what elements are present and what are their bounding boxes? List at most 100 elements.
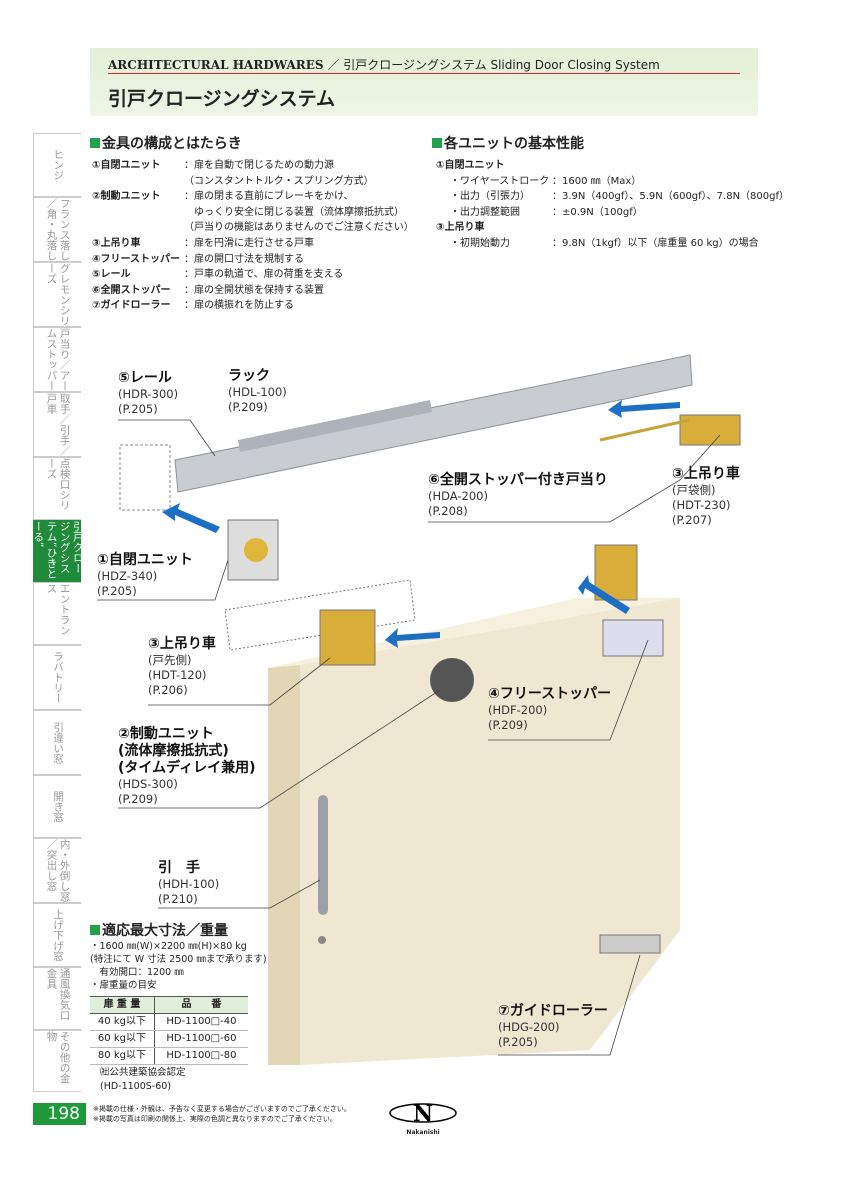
sidebar-tab[interactable]: グレモンシリーズ	[33, 262, 81, 327]
sidebar-tab[interactable]: ヒンジ	[33, 133, 81, 197]
breadcrumb: ARCHITECTURAL HARDWARES ／ 引戸クロージングシステム S…	[108, 56, 660, 73]
table-cell: HD-1100□-60	[154, 1030, 248, 1048]
component-desc: ：扉の開口寸法を規制する	[184, 253, 304, 265]
sidebar-tab[interactable]: 引違い窓	[33, 710, 81, 775]
page-number: 198	[33, 1103, 86, 1125]
sidebar-tab[interactable]: 上げ下げ窓	[33, 903, 81, 967]
sidebar-tab-label: エントランス	[45, 583, 71, 636]
sidebar-tab-label: 戸当り／アームストッパー	[45, 328, 71, 391]
separator: ／	[327, 58, 340, 72]
callout-detail: (P.207)	[672, 513, 712, 527]
hanger-pocket-image	[594, 544, 638, 601]
breadcrumb-sub: Sliding Door Closing System	[490, 58, 660, 72]
callout-detail: (HDR-300)	[118, 387, 179, 401]
performance-heading: 各ユニットの基本性能	[432, 133, 584, 153]
callout-detail: (P.205)	[498, 1035, 538, 1049]
component-row: ゆっくり安全に閉じる装置（流体摩擦抵抗式）	[92, 205, 414, 221]
callout-detail: (P.206)	[148, 683, 188, 697]
callout-detail: (HDT-230)	[672, 498, 731, 512]
performance-row: ・出力調整範囲 ：±0.9N（100gf）	[436, 205, 789, 221]
components-list: ①自閉ユニット：扉を自動で閉じるための動力源（コンスタントトルク・スプリング方式…	[92, 158, 414, 314]
component-row: （コンスタントトルク・スプリング方式）	[92, 174, 414, 190]
callout-detail: (HDA-200)	[428, 489, 488, 503]
performance-key: ・出力調整範囲	[450, 206, 520, 218]
pull-handle-image	[318, 795, 328, 915]
sidebar-tab[interactable]: 通風換気口金具	[33, 967, 81, 1030]
door	[268, 598, 680, 1065]
component-desc: ：扉の全開状態を保持する装置	[184, 284, 324, 296]
callout-detail: (P.208)	[428, 504, 468, 518]
callout-detail: (HDS-300)	[118, 777, 178, 791]
page-title: 引戸クロージングシステム	[108, 88, 336, 110]
component-name: ③上吊り車	[92, 237, 141, 249]
sidebar-tab-label: 引戸クロージングシステム“ひきとーる”	[32, 521, 84, 579]
breadcrumb-jp: 引戸クロージングシステム	[343, 58, 487, 72]
component-row: ②制動ユニット：扉の閉まる直前にブレーキをかけ、	[92, 189, 414, 205]
footer-notes: ※掲載の仕様・外観は、予告なく変更する場合がございますのでご了承ください。 ※掲載…	[93, 1104, 351, 1124]
component-row: ⑦ガイドローラー ：扉の横振れを防止する	[92, 298, 414, 314]
callout-detail: (P.205)	[118, 402, 158, 416]
component-desc: （戸当りの機能はありませんのでご注意ください）	[184, 222, 414, 234]
callout-title: ⑥全開ストッパー付き戸当り	[428, 472, 608, 488]
sidebar-tab-label: 開き窓	[52, 790, 65, 823]
component-row: ④フリーストッパー：扉の開口寸法を規制する	[92, 252, 414, 268]
header-band	[90, 48, 758, 116]
logo-mark-icon: N	[389, 1101, 457, 1127]
sidebar-tab[interactable]: 引戸クロージングシステム“ひきとーる”	[32, 520, 84, 582]
component-desc: ：扉の横振れを防止する	[184, 300, 294, 312]
component-name: ⑥全開ストッパー	[92, 284, 171, 296]
sidebar-tab[interactable]: 点検口シリーズ	[33, 457, 81, 520]
sidebar-tab-label: その他の金物	[45, 1031, 71, 1084]
component-row: ③上吊り車：扉を円滑に走行させる戸車	[92, 236, 414, 252]
callout-hanger-pocket: ③上吊り車(戸袋側)(HDT-230)(P.207)	[672, 466, 740, 528]
arrow-icon	[162, 400, 680, 648]
table-cell: HD-1100□-80	[154, 1047, 248, 1065]
sidebar-tab[interactable]: エントランス	[33, 582, 81, 645]
max-size-heading: 適応最大寸法／重量	[90, 920, 228, 940]
callout-title: ⑦ガイドローラー	[498, 1003, 608, 1019]
performance-row: ・出力（引張力）：3.9N（400gf）、5.9N（600gf）、7.8N（80…	[436, 189, 789, 205]
sidebar-tab[interactable]: フランス落し／角・丸落し	[33, 197, 81, 262]
callout-detail: (HDZ-340)	[97, 569, 158, 583]
brake-unit-image	[430, 658, 474, 702]
footer-note: ※掲載の仕様・外観は、予告なく変更する場合がございますのでご了承ください。	[93, 1105, 351, 1113]
stopper-arm	[599, 418, 691, 442]
performance-value: ：±0.9N（100gf）	[552, 206, 643, 218]
sidebar-tab[interactable]: 戸当り／アームストッパー	[33, 327, 81, 392]
component-name: ⑦ガイドローラー	[92, 300, 171, 312]
callout-free-stopper: ④フリーストッパー(HDF-200)(P.209)	[488, 686, 611, 733]
components-heading: 金具の構成とはたらき	[90, 133, 242, 153]
sidebar-tab[interactable]: 内・外倒し窓／突出し窓	[33, 838, 81, 903]
rail-end-outline	[119, 444, 171, 511]
callout-rail: ⑤レール(HDR-300)(P.205)	[118, 370, 178, 417]
sidebar-tab[interactable]: その他の金物	[33, 1030, 81, 1092]
logo-text: Nakanishi	[406, 1129, 440, 1136]
callout-detail: (HDG-200)	[498, 1020, 560, 1034]
footer-note: ※掲載の写真は印刷の関係上、実際の色調と異なりますのでご了承ください。	[93, 1115, 337, 1123]
component-desc: ゆっくり安全に閉じる装置（流体摩擦抵抗式）	[184, 206, 404, 218]
square-bullet-icon	[432, 138, 442, 148]
callout-detail: (HDH-100)	[158, 877, 220, 891]
certification-line: (HD-1100S-60)	[100, 1081, 172, 1092]
component-desc: ：扉を自動で閉じるための動力源	[184, 160, 334, 171]
table-cell: 40 kg以下	[90, 1013, 155, 1031]
sidebar-tab-label: フランス落し／角・丸落し	[45, 198, 71, 261]
performance-group-title: ①自閉ユニット	[436, 160, 505, 171]
callout-title: 引 手	[158, 860, 200, 876]
callout-detail: (P.209)	[228, 400, 268, 414]
max-size-line: ・扉重量の目安	[90, 980, 157, 991]
max-size-heading-text: 適応最大寸法／重量	[102, 923, 228, 939]
free-stopper-image	[602, 619, 664, 657]
callout-rack: ラック(HDL-100)(P.209)	[228, 368, 287, 415]
divider	[108, 73, 740, 74]
sidebar-tab[interactable]: 取手／引手／戸車	[33, 392, 81, 457]
sidebar-tab[interactable]: ラバトリー	[33, 645, 81, 710]
square-bullet-icon	[90, 138, 100, 148]
performance-heading-text: 各ユニットの基本性能	[444, 136, 584, 152]
sidebar-tab[interactable]: 開き窓	[33, 775, 81, 838]
sidebar-tab-label: ヒンジ	[52, 149, 65, 181]
callout-title: ①自閉ユニット	[97, 552, 193, 568]
component-row: ⑤レール：戸車の軌道で、扉の荷重を支える	[92, 267, 414, 283]
